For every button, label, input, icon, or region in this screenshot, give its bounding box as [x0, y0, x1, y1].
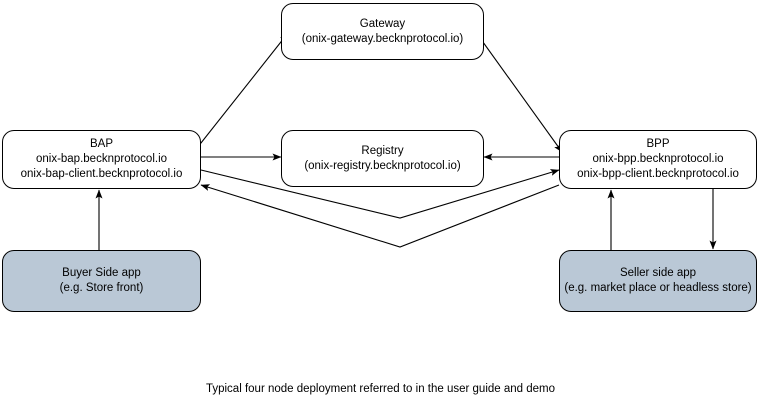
node-buyer-title: Buyer Side app	[62, 267, 141, 279]
node-bap-subtitle: onix-bap.becknprotocol.io	[35, 153, 168, 165]
node-gateway-title: Gateway	[359, 17, 406, 30]
node-buyer-subtitle: (e.g. Store front)	[59, 282, 144, 294]
edge-bpp-to-bap	[200, 184, 560, 248]
node-bap-title: BAP	[89, 138, 113, 150]
edge-bap-to-gateway	[196, 32, 289, 149]
node-bap[interactable]: BAP onix-bap.becknprotocol.io onix-bap-c…	[2, 130, 201, 189]
node-buyer-side-app[interactable]: Buyer Side app (e.g. Store front)	[2, 250, 201, 312]
node-bpp-title: BPP	[646, 138, 670, 150]
node-gateway[interactable]: Gateway (onix-gateway.becknprotocol.io)	[281, 3, 484, 60]
edge-gateway-to-bpp	[469, 23, 563, 153]
diagram-caption: Typical four node deployment referred to…	[205, 383, 556, 395]
node-bpp-subtitle: onix-bpp.becknprotocol.io	[592, 153, 724, 165]
node-registry-title: Registry	[361, 144, 404, 157]
node-bpp[interactable]: BPP onix-bpp.becknprotocol.io onix-bpp-c…	[559, 130, 757, 189]
edge-bap-to-bpp	[200, 169, 560, 219]
node-bpp-subtitle-2: onix-bpp-client.becknprotocol.io	[577, 168, 739, 180]
node-registry-subtitle: (onix-registry.becknprotocol.io)	[304, 159, 461, 172]
node-seller-subtitle: (e.g. market place or headless store)	[564, 282, 752, 294]
node-seller-side-app[interactable]: Seller side app (e.g. market place or he…	[559, 250, 757, 312]
node-bap-subtitle-2: onix-bap-client.becknprotocol.io	[20, 168, 183, 180]
node-seller-title: Seller side app	[619, 267, 697, 279]
node-gateway-subtitle: (onix-gateway.becknprotocol.io)	[301, 32, 464, 45]
node-registry[interactable]: Registry (onix-registry.becknprotocol.io…	[281, 130, 484, 187]
